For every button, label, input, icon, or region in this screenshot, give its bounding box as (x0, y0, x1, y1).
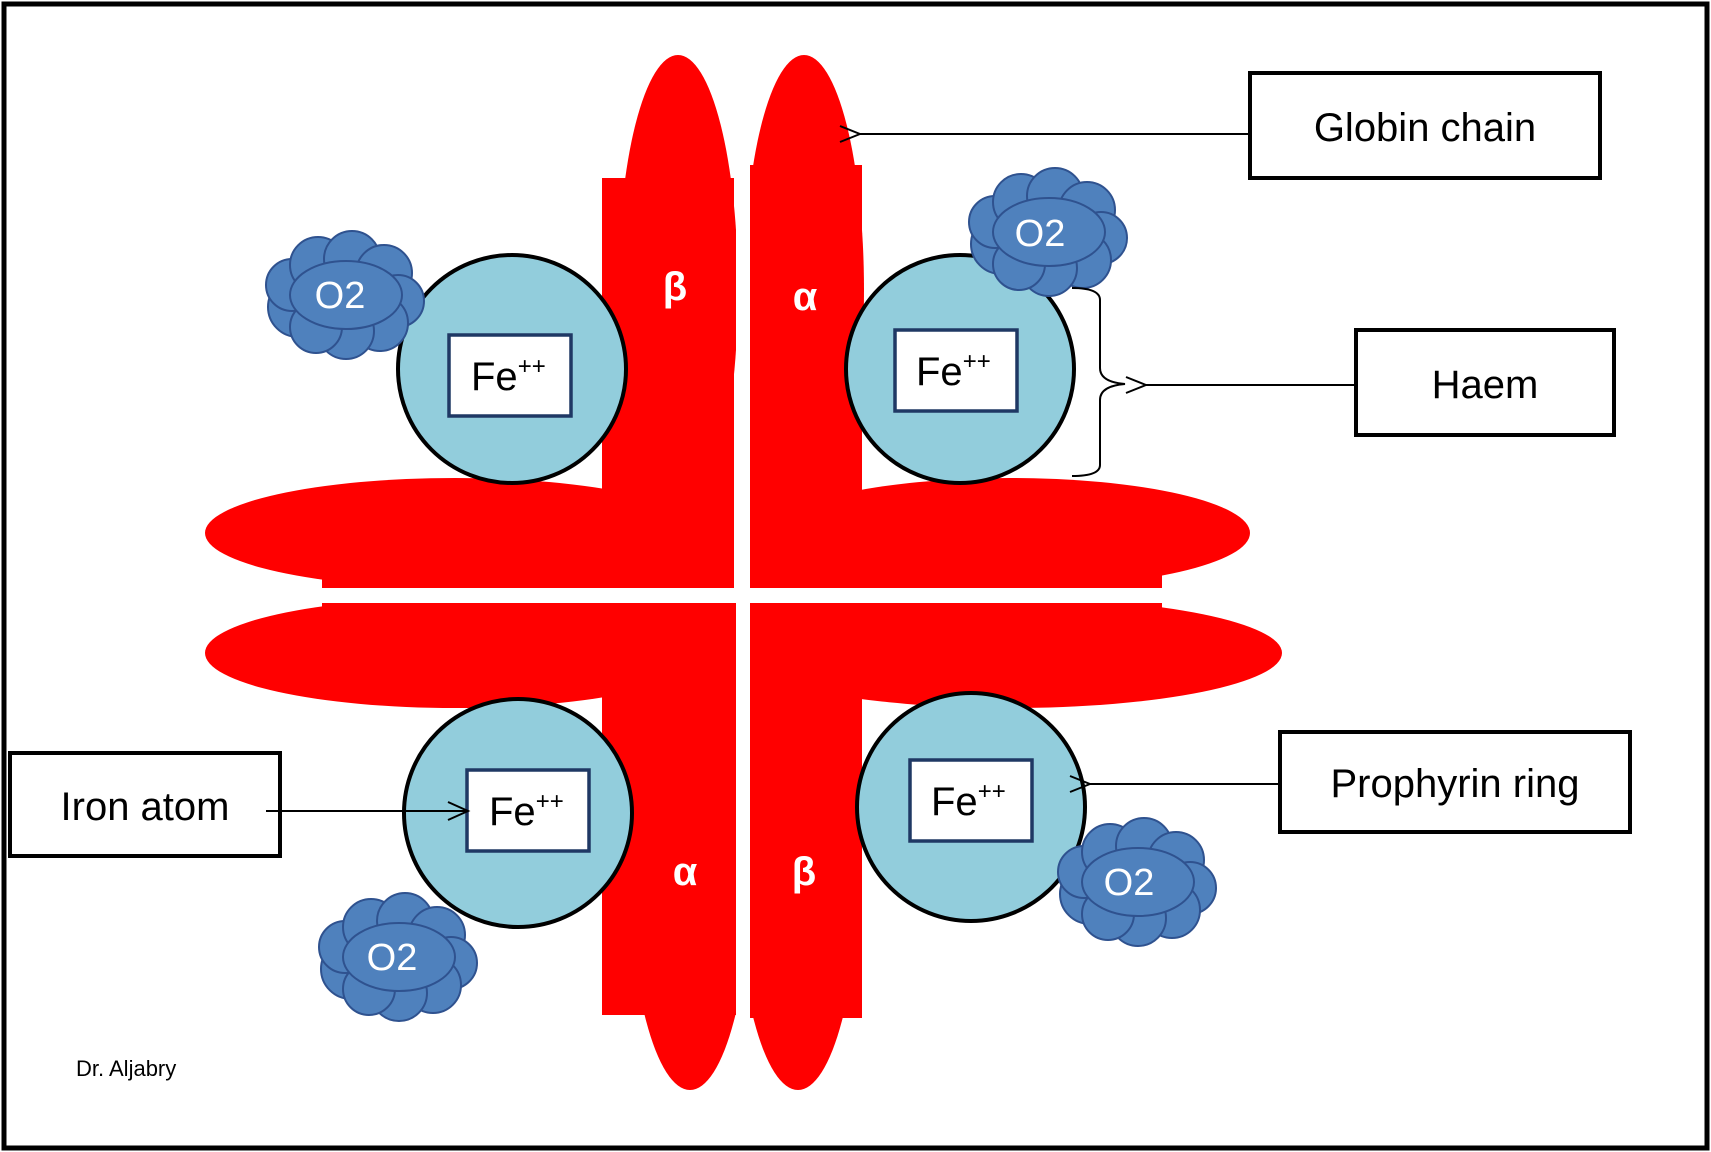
callout-haem: Haem (1071, 287, 1616, 477)
callout-iron-atom: Iron atom (8, 751, 468, 858)
haem-group-top-left: Fe++ O2 (265, 230, 628, 485)
iron-arrowhead (447, 801, 471, 821)
label-text: Globin chain (1314, 106, 1536, 150)
haem-group-top-right: Fe++ O2 (844, 167, 1128, 485)
callout-globin-chain: Globin chain (860, 71, 1602, 180)
iron-label: Fe++ (489, 788, 564, 834)
callout-prophyrin-ring: Prophyrin ring (1090, 730, 1632, 834)
iron-box (465, 768, 591, 853)
o2-label: O2 (1104, 862, 1155, 904)
label-text: Prophyrin ring (1330, 762, 1579, 806)
iron-label: Fe++ (931, 778, 1006, 824)
iron-label: Fe++ (916, 348, 991, 394)
haem-brace (1071, 287, 1126, 477)
iron-box (908, 758, 1034, 843)
globin-gap-horizontal (300, 588, 1200, 603)
iron-box (447, 333, 573, 418)
o2-label: O2 (1015, 213, 1066, 255)
o2-label: O2 (367, 937, 418, 979)
iron-box (893, 328, 1019, 413)
iron-label: Fe++ (471, 353, 546, 399)
author-credit: Dr. Aljabry (76, 1056, 176, 1081)
chain-label-bottom-left: α (673, 850, 698, 894)
chain-label-bottom-right: β (792, 850, 816, 894)
chain-label-top-right: α (793, 275, 818, 319)
globin-bar-right-lower (750, 603, 1162, 693)
label-text: Iron atom (61, 785, 230, 829)
label-box (1278, 730, 1632, 834)
haem-group-bottom-right: Fe++ O2 (855, 691, 1217, 947)
o2-label: O2 (315, 275, 366, 317)
globin-bar-right-upper (750, 498, 1162, 588)
globin-bar-left-lower (322, 603, 736, 693)
label-text: Haem (1432, 363, 1539, 407)
globin-chains (205, 55, 1282, 1090)
label-box (8, 751, 282, 858)
haem-group-bottom-left: Fe++ O2 (318, 697, 634, 1022)
chain-label-top-left: β (663, 265, 687, 309)
label-box (1248, 71, 1602, 180)
globin-bar-left-upper (322, 498, 734, 588)
label-box (1354, 328, 1616, 437)
